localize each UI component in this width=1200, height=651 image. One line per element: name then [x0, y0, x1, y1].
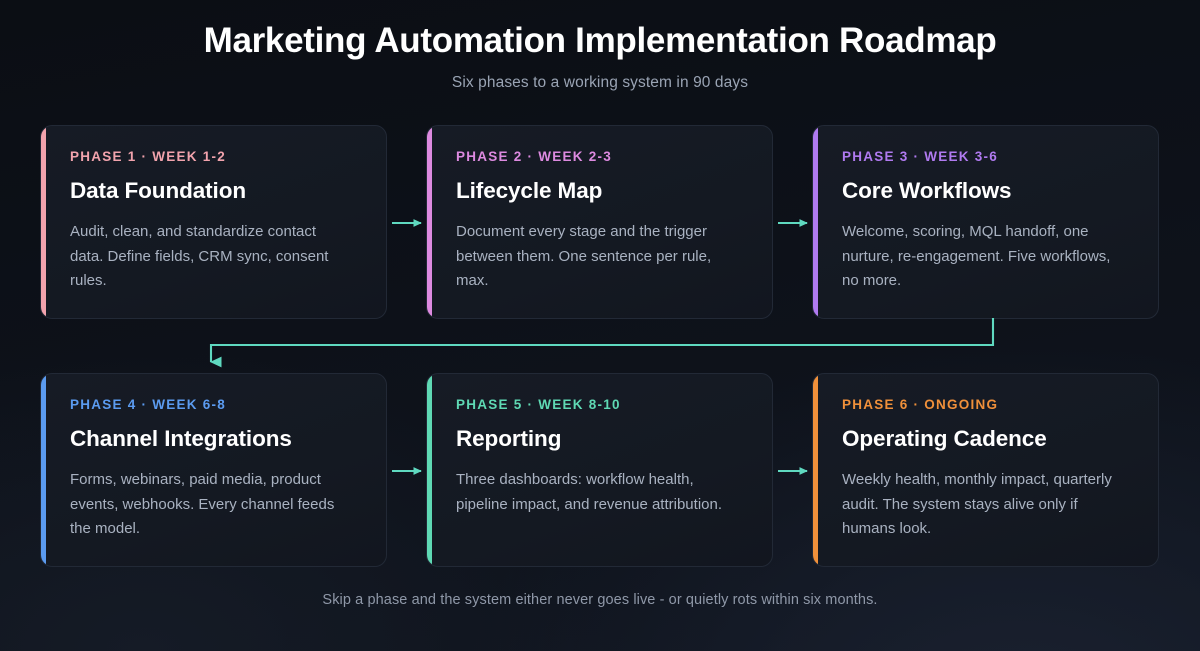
phase-accent-bar-1 — [41, 126, 46, 318]
phase-accent-bar-5 — [427, 374, 432, 566]
page-title: Marketing Automation Implementation Road… — [203, 21, 997, 60]
phase-body-6: Weekly health, monthly impact, quarterly… — [842, 471, 1112, 537]
phase-card-6[interactable]: PHASE 6 · ONGOING Operating Cadence Week… — [812, 373, 1159, 567]
phase-body-2: Document every stage and the trigger bet… — [456, 223, 712, 289]
phase-accent-bar-4 — [41, 374, 46, 566]
phase-card-3[interactable]: PHASE 3 · WEEK 3-6 Core Workflows Welcom… — [812, 125, 1159, 319]
phase-eyebrow-1: PHASE 1 · WEEK 1-2 — [70, 149, 227, 164]
phase-eyebrow-4: PHASE 4 · WEEK 6-8 — [70, 397, 227, 412]
phase-body-4: Forms, webinars, paid media, product eve… — [70, 471, 335, 537]
phase-card-2[interactable]: PHASE 2 · WEEK 2-3 Lifecycle Map Documen… — [426, 125, 773, 319]
phase-card-5[interactable]: PHASE 5 · WEEK 8-10 Reporting Three dash… — [426, 373, 773, 567]
page-subtitle: Six phases to a working system in 90 day… — [451, 73, 749, 91]
poster-header: Marketing Automation Implementation Road… — [0, 21, 1200, 92]
phase-card-grid: PHASE 1 · WEEK 1-2 Data Foundation Audit… — [40, 125, 1160, 567]
phase-accent-bar-3 — [813, 126, 818, 318]
phase-title-1: Data Foundation — [70, 177, 246, 203]
phase-title-6: Operating Cadence — [842, 425, 1047, 451]
phase-title-5: Reporting — [456, 425, 562, 451]
phase-card-1[interactable]: PHASE 1 · WEEK 1-2 Data Foundation Audit… — [40, 125, 387, 319]
phase-card-4[interactable]: PHASE 4 · WEEK 6-8 Channel Integrations … — [40, 373, 387, 567]
phase-title-3: Core Workflows — [842, 177, 1012, 203]
phase-body-3: Welcome, scoring, MQL handoff, one nurtu… — [842, 223, 1111, 289]
phase-eyebrow-5: PHASE 5 · WEEK 8-10 — [456, 397, 621, 412]
footer-note: Skip a phase and the system either never… — [322, 592, 878, 608]
phase-eyebrow-3: PHASE 3 · WEEK 3-6 — [842, 149, 999, 164]
phase-eyebrow-2: PHASE 2 · WEEK 2-3 — [456, 149, 613, 164]
phase-title-4: Channel Integrations — [70, 425, 292, 451]
phase-body-5: Three dashboards: workflow health, pipel… — [456, 471, 723, 513]
phase-body-1: Audit, clean, and standardize contact da… — [70, 223, 329, 289]
phase-accent-bar-6 — [813, 374, 818, 566]
phase-accent-bar-2 — [427, 126, 432, 318]
phase-title-2: Lifecycle Map — [456, 177, 603, 203]
phase-eyebrow-6: PHASE 6 · ONGOING — [842, 397, 999, 412]
